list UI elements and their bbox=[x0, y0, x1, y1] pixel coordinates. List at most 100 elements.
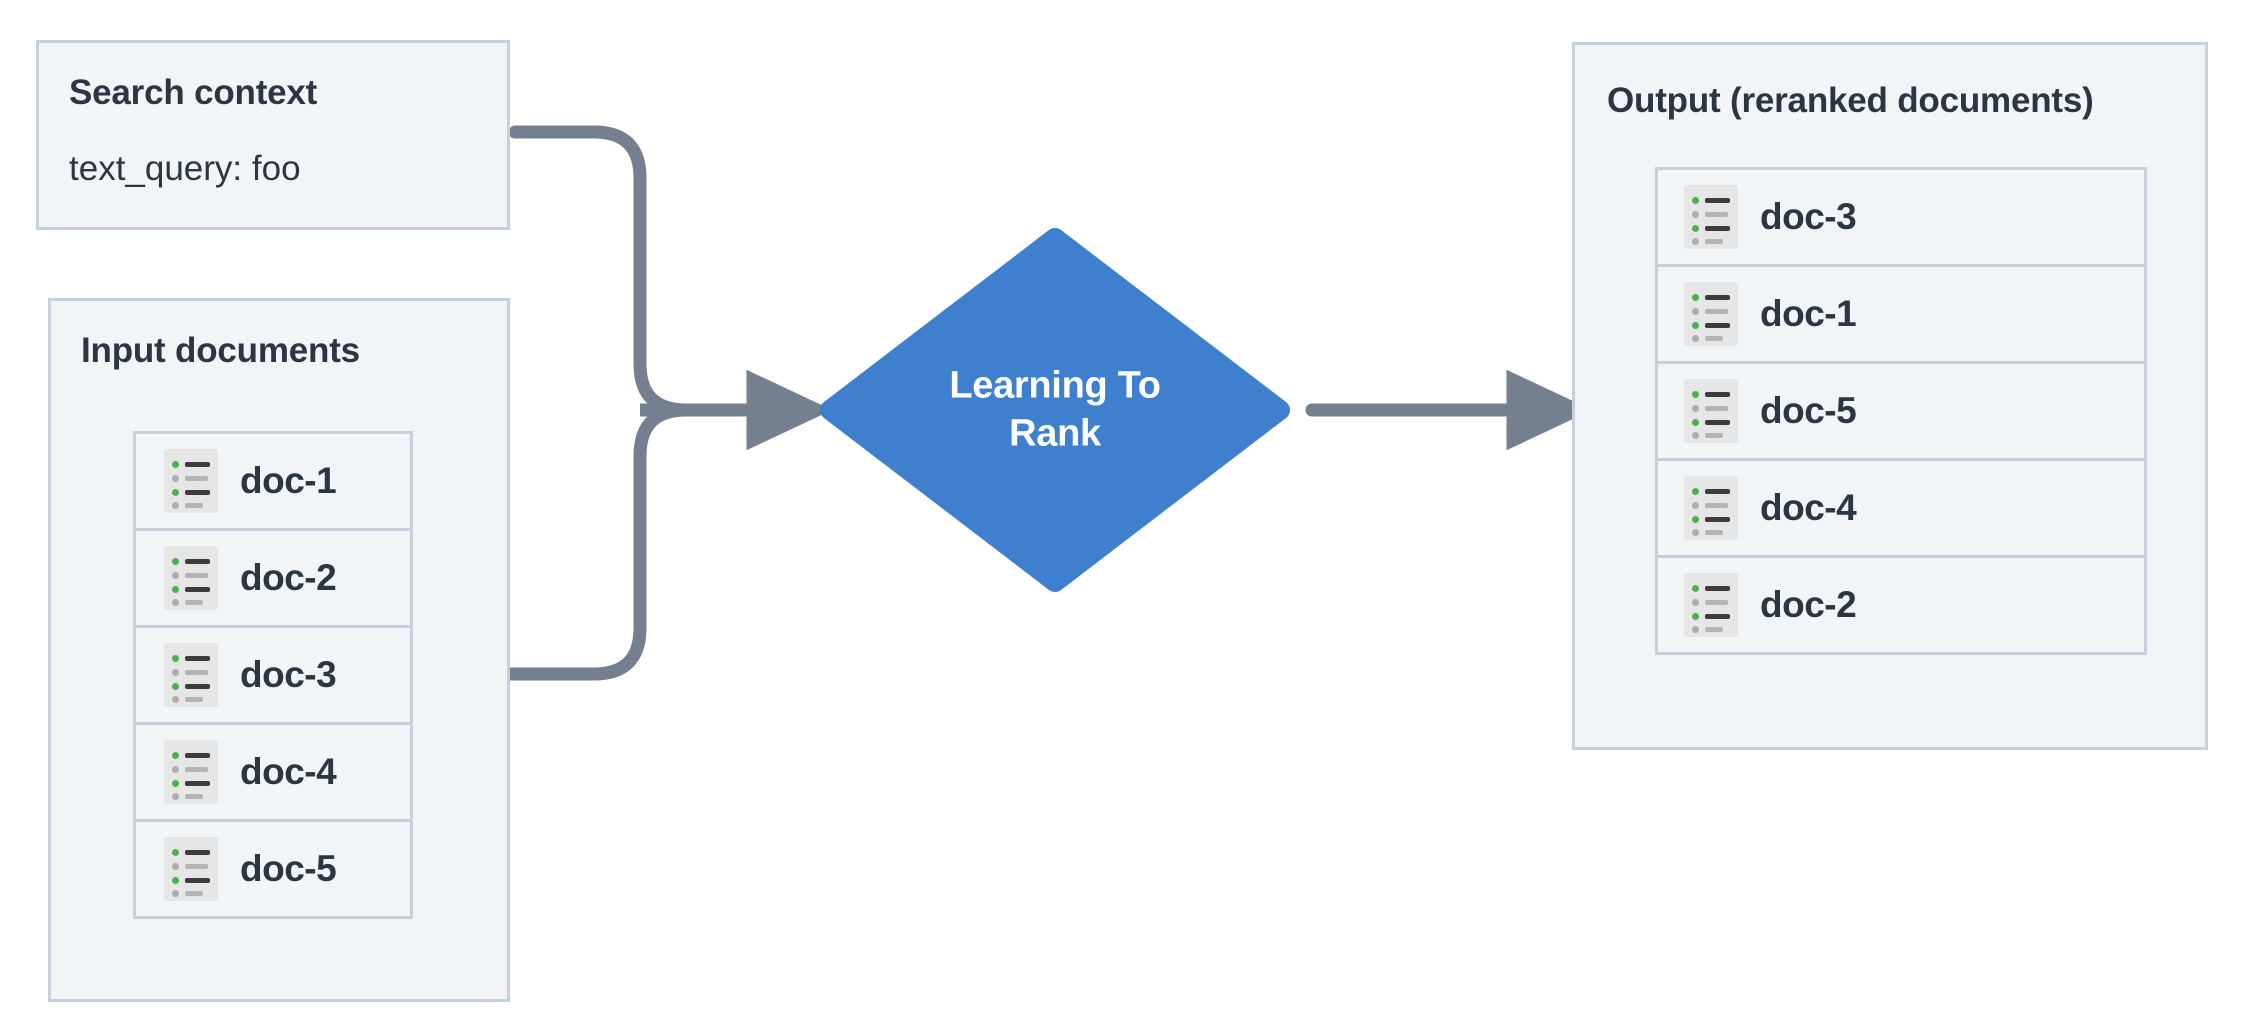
doc-icon-bullet bbox=[172, 752, 179, 759]
doc-icon-line bbox=[1705, 614, 1730, 619]
doc-icon-line bbox=[185, 753, 210, 758]
doc-icon-bullet bbox=[1692, 211, 1699, 218]
doc-icon-line bbox=[1705, 295, 1730, 300]
doc-icon-line bbox=[1705, 323, 1730, 328]
doc-icon-bullet bbox=[1692, 308, 1699, 315]
doc-icon-line bbox=[1705, 530, 1723, 535]
doc-icon-line bbox=[1705, 627, 1723, 632]
doc-icon-bullet bbox=[172, 669, 179, 676]
doc-icon-bullet bbox=[172, 696, 179, 703]
document-list-icon bbox=[1684, 379, 1738, 443]
doc-icon-bullet bbox=[1692, 516, 1699, 523]
document-list-icon bbox=[1684, 282, 1738, 346]
doc-icon-line bbox=[185, 559, 210, 564]
document-card[interactable]: doc-5 bbox=[133, 819, 413, 919]
doc-icon-line bbox=[185, 476, 208, 481]
search-context-title: Search context bbox=[69, 73, 318, 112]
doc-icon-line bbox=[185, 864, 208, 869]
doc-icon-bullet bbox=[1692, 613, 1699, 620]
doc-icon-bullet bbox=[172, 586, 179, 593]
document-card-label: doc-2 bbox=[240, 557, 337, 598]
doc-icon-line bbox=[185, 878, 210, 883]
doc-icon-bullet bbox=[172, 877, 179, 884]
doc-icon-bullet bbox=[1692, 599, 1699, 606]
doc-icon-line bbox=[185, 684, 210, 689]
doc-icon-bullet bbox=[172, 475, 179, 482]
doc-icon-bullet bbox=[172, 863, 179, 870]
document-card-label: doc-3 bbox=[1760, 196, 1857, 237]
document-card-label: doc-2 bbox=[1760, 584, 1857, 625]
connector-input-documents-to-ltr bbox=[499, 403, 693, 681]
doc-icon-line bbox=[185, 850, 210, 855]
document-list-icon bbox=[1684, 476, 1738, 540]
doc-icon-bullet bbox=[172, 558, 179, 565]
document-card-label: doc-4 bbox=[1760, 487, 1857, 528]
doc-icon-line bbox=[1705, 239, 1723, 244]
doc-icon-line bbox=[185, 697, 203, 702]
doc-icon-line bbox=[1705, 336, 1723, 341]
doc-icon-line bbox=[185, 490, 210, 495]
diamond-shape bbox=[820, 228, 1290, 592]
doc-icon-bullet bbox=[172, 890, 179, 897]
document-card[interactable]: doc-1 bbox=[1655, 264, 2147, 364]
document-list-icon bbox=[164, 546, 218, 610]
doc-icon-bullet bbox=[1692, 405, 1699, 412]
document-card[interactable]: doc-1 bbox=[133, 431, 413, 531]
document-card[interactable]: doc-4 bbox=[1655, 458, 2147, 558]
doc-icon-bullet bbox=[1692, 432, 1699, 439]
doc-icon-line bbox=[1705, 503, 1728, 508]
doc-icon-bullet bbox=[1692, 419, 1699, 426]
doc-icon-bullet bbox=[1692, 502, 1699, 509]
doc-icon-bullet bbox=[172, 461, 179, 468]
doc-icon-line bbox=[185, 573, 208, 578]
doc-icon-line bbox=[185, 781, 210, 786]
doc-icon-bullet bbox=[1692, 322, 1699, 329]
doc-icon-line bbox=[185, 767, 208, 772]
search-context-panel: Search context text_query: foo bbox=[36, 40, 510, 230]
doc-icon-line bbox=[1705, 489, 1730, 494]
doc-icon-bullet bbox=[1692, 626, 1699, 633]
doc-icon-bullet bbox=[172, 655, 179, 662]
doc-icon-bullet bbox=[172, 502, 179, 509]
document-list-icon bbox=[164, 449, 218, 513]
learning-to-rank-node[interactable]: Learning To Rank bbox=[820, 228, 1290, 592]
doc-icon-line bbox=[185, 587, 210, 592]
doc-icon-bullet bbox=[1692, 294, 1699, 301]
input-documents-title: Input documents bbox=[81, 331, 360, 370]
doc-icon-line bbox=[1705, 517, 1730, 522]
doc-icon-line bbox=[185, 891, 203, 896]
doc-icon-line bbox=[1705, 212, 1728, 217]
document-card[interactable]: doc-3 bbox=[133, 625, 413, 725]
document-card-label: doc-1 bbox=[240, 460, 337, 501]
document-card[interactable]: doc-2 bbox=[1655, 555, 2147, 655]
doc-icon-bullet bbox=[172, 572, 179, 579]
doc-icon-line bbox=[185, 600, 203, 605]
doc-icon-line bbox=[185, 503, 203, 508]
search-context-query-value: text_query: foo bbox=[69, 149, 301, 188]
document-card[interactable]: doc-2 bbox=[133, 528, 413, 628]
doc-icon-line bbox=[1705, 309, 1728, 314]
document-card-label: doc-5 bbox=[240, 848, 337, 889]
doc-icon-bullet bbox=[1692, 197, 1699, 204]
doc-icon-bullet bbox=[172, 683, 179, 690]
doc-icon-line bbox=[1705, 586, 1730, 591]
document-list-icon bbox=[1684, 573, 1738, 637]
output-documents-list: doc-3 doc-1 doc-5 doc-4 doc-2 bbox=[1655, 167, 2147, 655]
document-card-label: doc-5 bbox=[1760, 390, 1857, 431]
doc-icon-bullet bbox=[1692, 225, 1699, 232]
doc-icon-bullet bbox=[1692, 488, 1699, 495]
doc-icon-bullet bbox=[172, 780, 179, 787]
doc-icon-bullet bbox=[1692, 335, 1699, 342]
document-list-icon bbox=[164, 837, 218, 901]
doc-icon-line bbox=[1705, 433, 1723, 438]
document-card[interactable]: doc-5 bbox=[1655, 361, 2147, 461]
document-card-label: doc-3 bbox=[240, 654, 337, 695]
document-card[interactable]: doc-3 bbox=[1655, 167, 2147, 267]
doc-icon-line bbox=[185, 794, 203, 799]
doc-icon-bullet bbox=[1692, 529, 1699, 536]
document-card[interactable]: doc-4 bbox=[133, 722, 413, 822]
doc-icon-bullet bbox=[172, 766, 179, 773]
input-documents-list: doc-1 doc-2 doc-3 doc-4 doc-5 bbox=[133, 431, 413, 919]
